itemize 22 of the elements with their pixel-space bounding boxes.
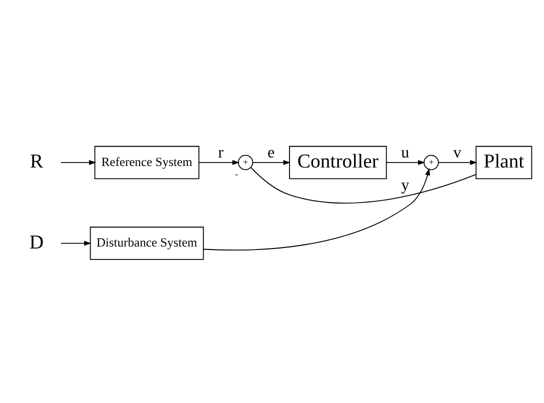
edge-label: y [401, 176, 410, 194]
arrow [438, 160, 478, 165]
node-box: Plant [476, 145, 532, 179]
node-circle: + [424, 154, 439, 170]
arrow [198, 160, 240, 165]
node-box: Controller [289, 145, 387, 179]
arrow [60, 160, 96, 165]
node-text: D [29, 230, 44, 253]
edge-label: v [453, 144, 462, 162]
edge-label: e [268, 144, 275, 162]
edge-label: r [218, 144, 224, 162]
connector [250, 166, 476, 204]
arrow [386, 160, 426, 165]
edge-label: u [401, 144, 410, 162]
node-circle: + [238, 154, 254, 170]
arrow [203, 168, 430, 250]
node-text: R [30, 150, 44, 172]
arrow [252, 160, 290, 165]
node-label: - [235, 168, 238, 178]
node-box: Reference System [94, 145, 200, 179]
node-box: Disturbance System [90, 226, 204, 260]
arrow [60, 240, 92, 246]
